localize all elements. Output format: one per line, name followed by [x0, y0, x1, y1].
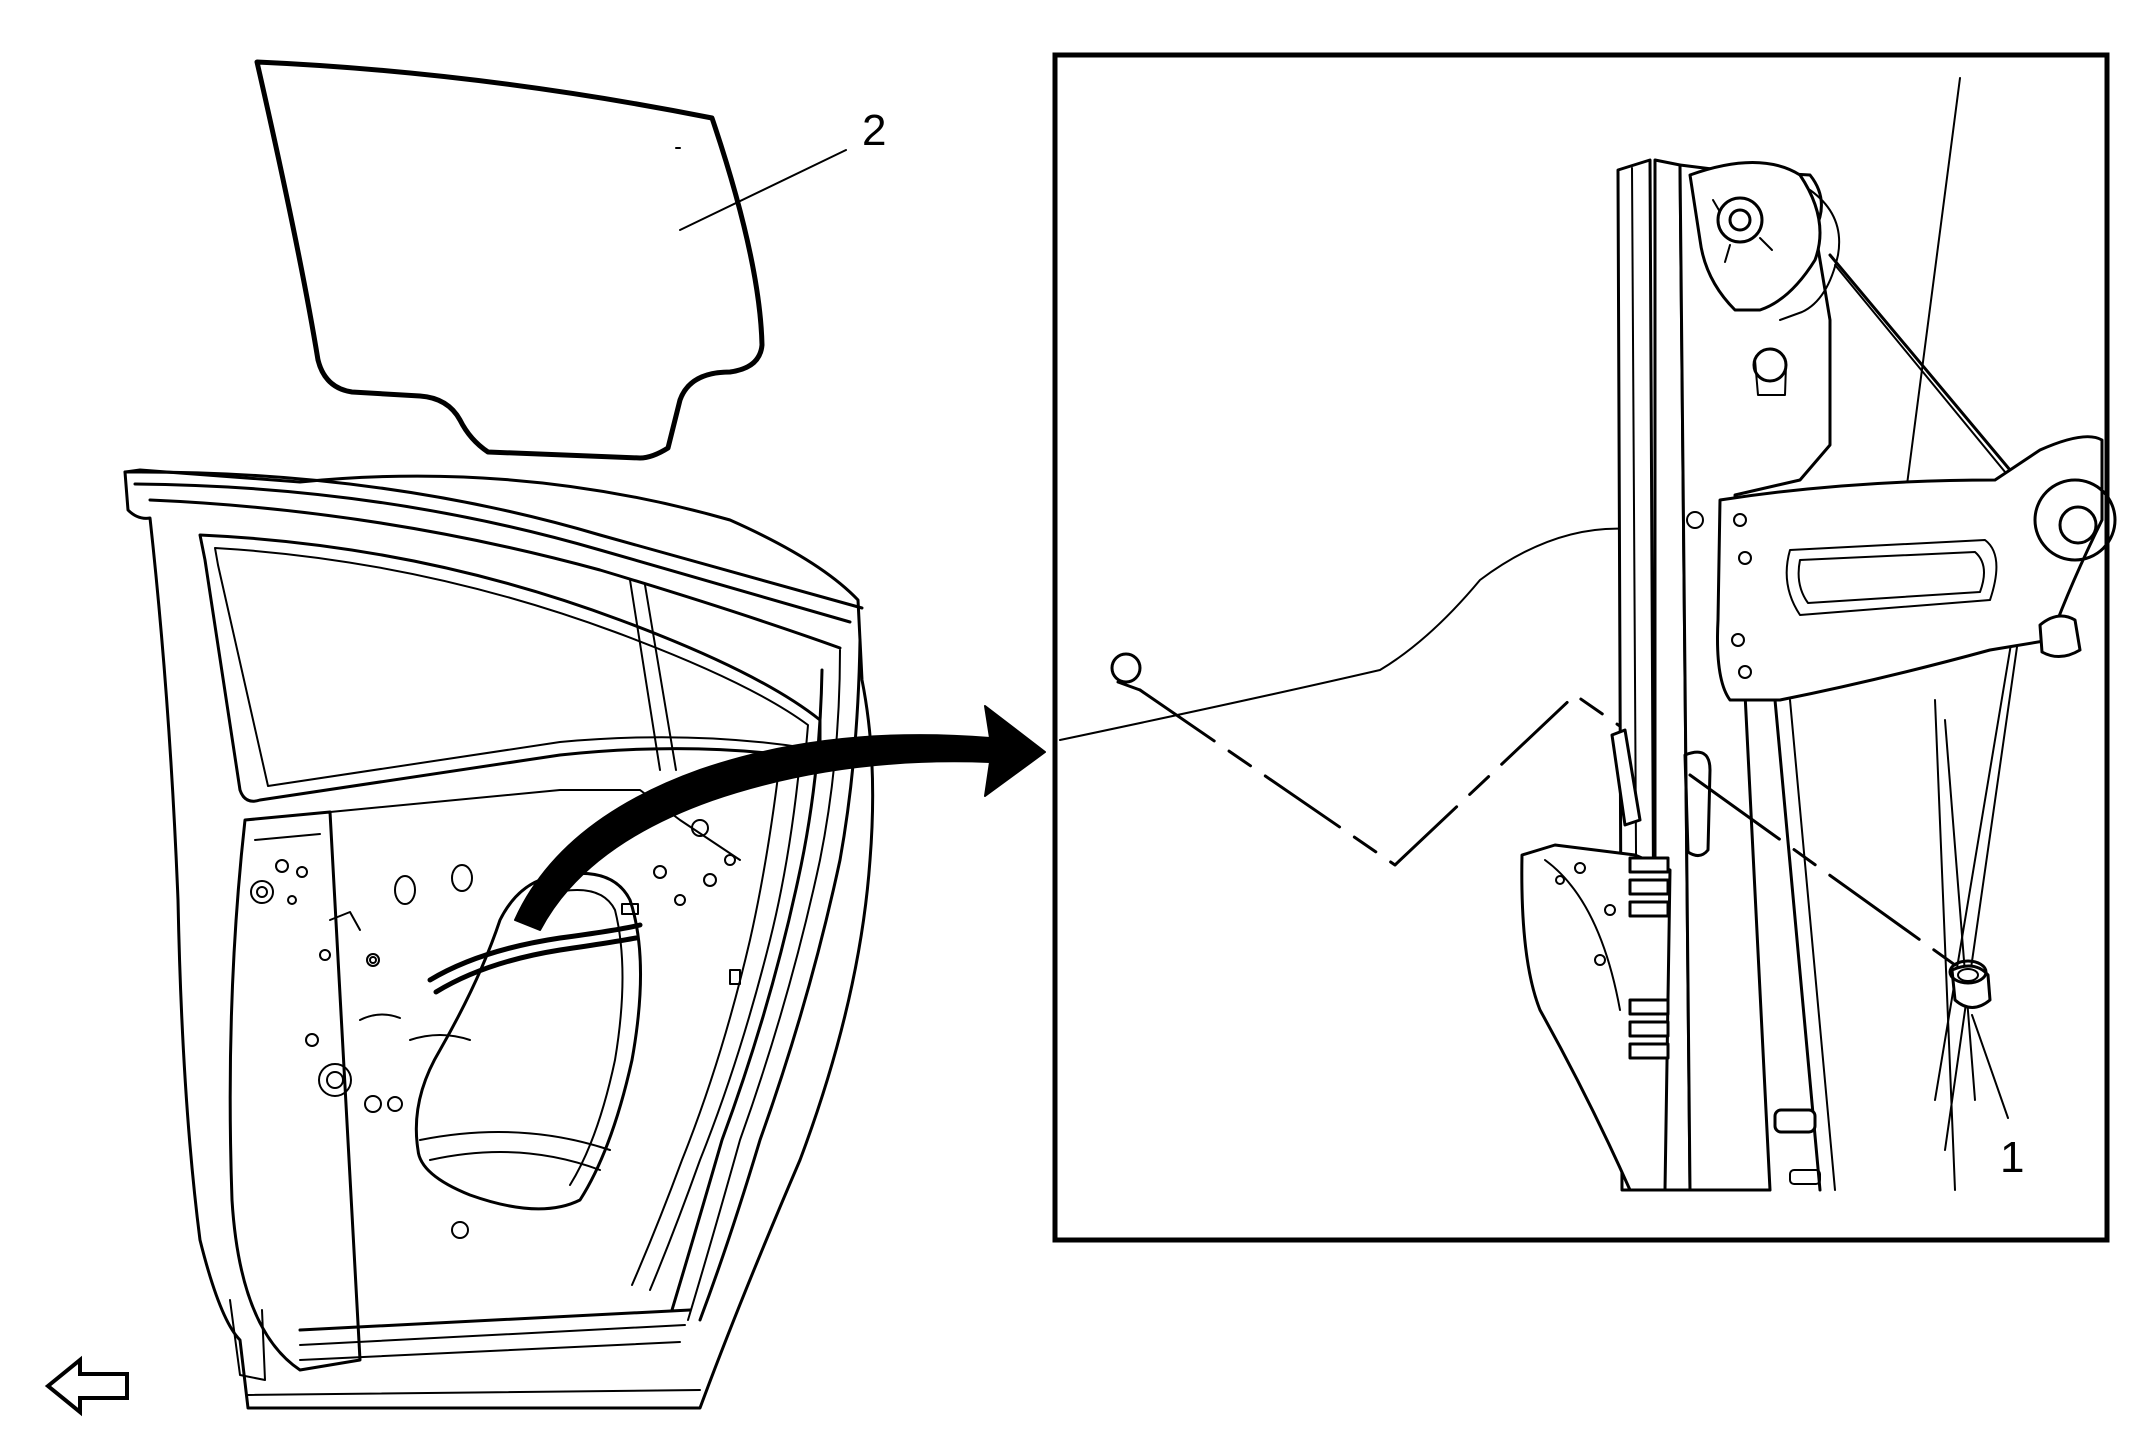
callout-1-group: 1	[1971, 1014, 2024, 1182]
rear-door-assembly	[123, 468, 875, 1410]
forward-direction-arrow-icon	[44, 1355, 129, 1417]
callout-2-leader-line	[679, 149, 847, 231]
callout-1-label: 1	[2000, 1133, 2024, 1182]
fastener-bolt	[1948, 959, 1992, 1009]
detail-callout-arrow	[514, 705, 1046, 931]
callout-2-label: 2	[862, 106, 886, 155]
callout-1-leader-line	[1971, 1014, 2009, 1119]
callout-2-group: 2	[675, 106, 886, 231]
window-glass	[254, 59, 765, 461]
detail-inset: 1	[1052, 52, 2117, 1243]
